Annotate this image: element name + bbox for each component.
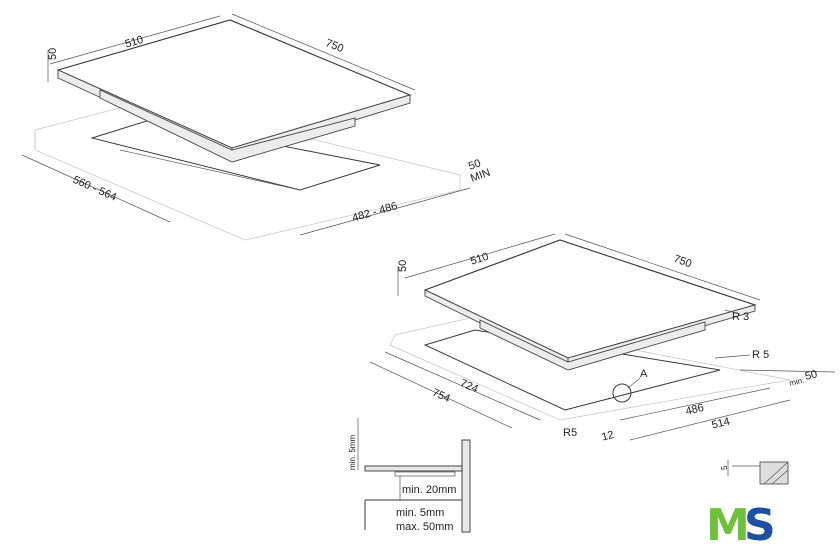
dim-510-label-b: 510 [469,251,490,268]
section-hob-body [394,471,456,477]
edge-hatch-1 [763,461,789,485]
bottom-cutout [423,329,721,411]
r5-leader [714,354,751,359]
gap-20mm-label: min. 20mm [402,484,456,496]
dim-line-514 [629,399,791,441]
dim-754-label: 754 [430,387,452,405]
dim-line-750-b [564,233,761,301]
bottom-drawing: 510 750 50 R 3 R 5 min. 50 A 724 754 486… [369,233,836,444]
top-hob-body [99,89,356,163]
edge-detail: 5 [720,460,789,485]
r5-lower-label: R5 [563,427,577,439]
dim-750-label: 750 [324,37,346,55]
top-cutout [90,119,381,191]
dim-line-724 [384,351,541,421]
r3-label: R 3 [732,311,749,323]
dim-486-label: 486 [684,402,705,418]
min-5mm-label: min. 5mm [396,507,444,519]
dim-line-750 [231,13,416,91]
dim-12-label: 12 [600,429,615,444]
dim-510-label: 510 [124,34,145,51]
max-50mm-label: max. 50mm [396,521,453,533]
dim-line-510 [49,15,221,65]
dim-50-label-b: 50 [397,260,409,272]
dim-514-label: 514 [710,415,731,431]
section-side-panel [461,439,471,533]
dim-50-label: 50 [47,48,59,60]
dim-line-560 [21,154,171,223]
clearance-value: 50 [467,157,483,172]
dim-line-482 [299,187,471,236]
dim-482-486-label: 482 - 486 [351,200,399,224]
section-detail: min. 5mm min. 20mm min. 5mm max. 50mm [348,418,471,533]
detail-a-leader [627,377,641,389]
top-hob-surface [56,19,412,149]
min50-label: 50 [804,368,819,383]
dim-line-754 [369,361,513,429]
edge-profile [759,461,789,485]
logo: M S [706,500,776,551]
detail-a-label: A [640,368,648,380]
dim-line-510-b [404,233,556,279]
dim-line-486 [619,387,771,421]
dim-750-label-b: 750 [672,253,693,271]
r3-leader [724,309,741,315]
bottom-hob-body [479,319,706,371]
min-prefix-b: min. [788,376,805,388]
top-cutout-edge [119,149,301,191]
min50-leader [739,369,836,373]
dim-724-label: 724 [458,377,480,395]
logo-letter-m: M [706,500,750,551]
edge-hatch-2 [771,469,789,485]
top-gap-label: min. 5mm [348,435,357,470]
detail-a-circle [612,383,632,403]
edge-height-label: 5 [720,465,729,470]
logo-letter-s: S [744,500,776,551]
dim-560-564-label: 560 - 564 [71,174,118,204]
top-drawing: 510 750 50 560 - 564 482 - 486 50 MIN [21,13,492,241]
section-worktop [364,465,463,472]
r5-label: R 5 [752,349,769,361]
